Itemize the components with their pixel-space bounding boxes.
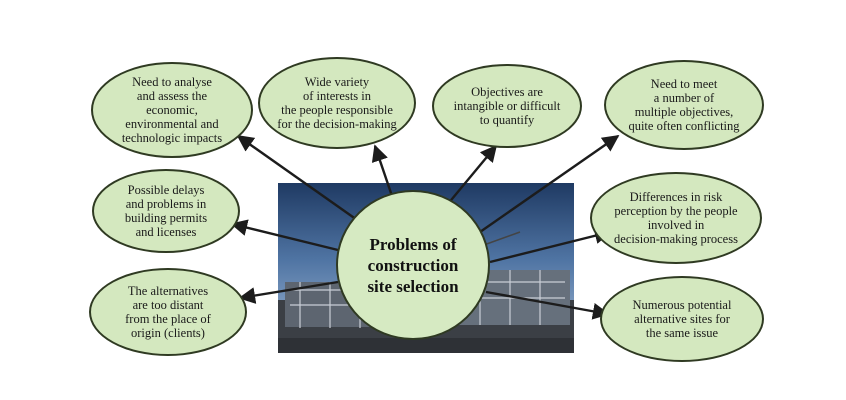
node-multiple-objectives: Need to meet a number of multiple object… <box>604 60 764 150</box>
node-label: Differences in risk perception by the pe… <box>614 190 738 246</box>
node-risk-perception: Differences in risk perception by the pe… <box>590 172 762 264</box>
node-variety-of-interests: Wide variety of interests in the people … <box>258 57 416 149</box>
node-label: Need to analyse and assess the economic,… <box>121 75 223 145</box>
node-building-permits: Possible delays and problems in building… <box>92 169 240 253</box>
node-label: The alternatives are too distant from th… <box>125 284 211 340</box>
node-intangible-objectives: Objectives are intangible or difficult t… <box>432 64 582 148</box>
central-problem-node: Problems of construction site selection <box>336 190 490 340</box>
arrow-to-risk-perception <box>489 227 612 264</box>
node-label: Objectives are intangible or difficult t… <box>453 85 561 127</box>
central-problem-label: Problems of construction site selection <box>367 234 459 296</box>
node-label: Numerous potential alternative sites for… <box>632 298 732 340</box>
node-numerous-sites: Numerous potential alternative sites for… <box>600 276 764 362</box>
arrows <box>230 135 620 320</box>
arrow-to-building-permits <box>230 219 339 252</box>
node-economic-impacts: Need to analyse and assess the economic,… <box>91 62 253 158</box>
node-label: Possible delays and problems in building… <box>124 183 208 239</box>
arrow-to-variety-of-interests <box>371 144 394 197</box>
arrow-to-distant-alternatives <box>238 280 339 304</box>
node-distant-alternatives: The alternatives are too distant from th… <box>89 268 247 356</box>
arrow-to-numerous-sites <box>485 290 610 320</box>
arrow-to-economic-impacts <box>236 135 361 223</box>
arrow-to-multiple-objectives <box>479 135 620 233</box>
arrow-to-intangible-objectives <box>446 144 498 206</box>
node-label: Wide variety of interests in the people … <box>277 75 397 131</box>
node-label: Need to meet a number of multiple object… <box>628 77 740 133</box>
